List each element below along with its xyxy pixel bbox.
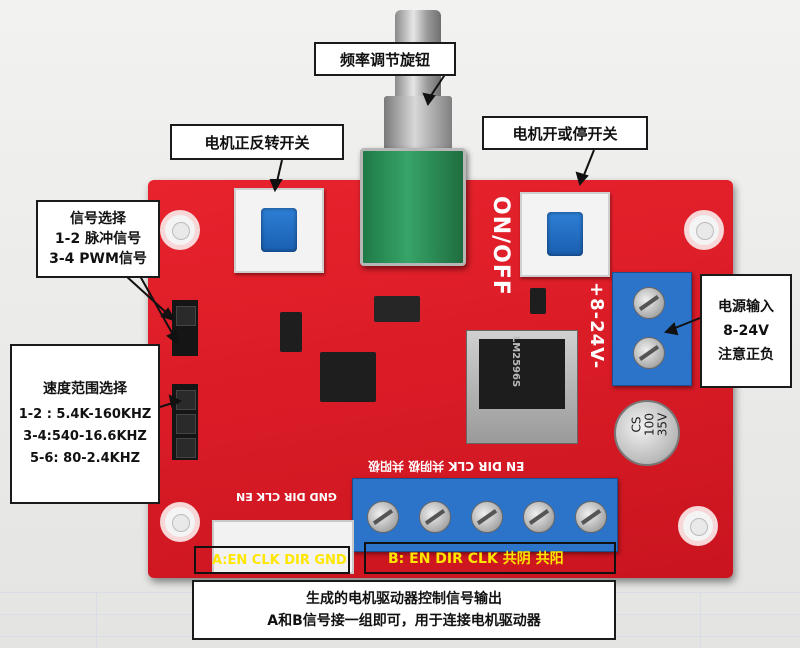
mounting-hole <box>684 210 724 250</box>
spreadsheet-gridline <box>96 592 97 648</box>
power-terminal-block[interactable] <box>612 272 692 386</box>
terminal-screw[interactable] <box>575 501 607 533</box>
signal-select-line2: 3-4 PWM信号 <box>49 251 147 267</box>
speed-range-line1: 1-2 : 5.4K-160KHZ <box>18 407 152 422</box>
voltage-regulator <box>466 330 578 444</box>
power-line2: 注意正负 <box>718 347 774 363</box>
onoff-switch[interactable] <box>520 192 610 277</box>
knob-collar <box>384 96 452 152</box>
group-a-label: A:EN CLK DIR GND <box>194 546 350 574</box>
knob-callout-text: 频率调节旋钮 <box>339 50 430 69</box>
output-line2: A和B信号接一组即可，用于连接电机驱动器 <box>267 613 541 629</box>
voltage-silkscreen: +8-24V- <box>586 282 607 370</box>
jumper-cap[interactable] <box>176 438 196 458</box>
mounting-hole <box>678 506 718 546</box>
jumper-cap[interactable] <box>176 414 196 434</box>
terminal-screw[interactable] <box>367 501 399 533</box>
power-callout: 电源输入 8-24V 注意正负 <box>700 274 792 388</box>
direction-switch-button[interactable] <box>261 208 297 252</box>
terminal-screw[interactable] <box>419 501 451 533</box>
onoff-switch-callout: 电机开或停开关 <box>482 116 648 150</box>
signal-select-title: 信号选择 <box>70 211 126 227</box>
direction-switch-callout-text: 电机正反转开关 <box>204 133 310 152</box>
small-component <box>530 288 546 314</box>
mounting-hole <box>160 502 200 542</box>
direction-switch[interactable] <box>234 188 324 273</box>
power-line1: 8-24V <box>723 323 769 339</box>
onoff-silkscreen: ON/OFF <box>488 196 513 296</box>
signal-select-line1: 1-2 脉冲信号 <box>54 231 142 247</box>
mounting-hole <box>160 210 200 250</box>
knob-callout: 频率调节旋钮 <box>314 42 456 76</box>
signal-select-callout: 信号选择 1-2 脉冲信号 3-4 PWM信号 <box>36 200 160 278</box>
power-title: 电源输入 <box>718 299 774 315</box>
speed-range-line2: 3-4:540-16.6KHZ <box>23 429 147 444</box>
terminal-screw[interactable] <box>471 501 503 533</box>
electrolytic-capacitor <box>614 400 680 466</box>
direction-switch-callout: 电机正反转开关 <box>170 124 344 160</box>
jumper-cap[interactable] <box>176 306 196 326</box>
terminal-screw[interactable] <box>633 287 665 319</box>
speed-range-title: 速度范围选择 <box>43 381 127 397</box>
terminal-screw[interactable] <box>523 501 555 533</box>
group-b-label: B: EN DIR CLK 共阴 共阳 <box>364 542 616 574</box>
terminal-screw[interactable] <box>633 337 665 369</box>
controller-chip <box>320 352 376 402</box>
frequency-potentiometer[interactable] <box>360 148 466 266</box>
output-line1: 生成的电机驱动器控制信号输出 <box>306 591 502 607</box>
speed-range-callout: 速度范围选择 1-2 : 5.4K-160KHZ 3-4:540-16.6KHZ… <box>10 344 160 504</box>
output-callout: 生成的电机驱动器控制信号输出 A和B信号接一组即可，用于连接电机驱动器 <box>192 580 616 640</box>
onoff-switch-callout-text: 电机开或停开关 <box>512 124 618 143</box>
onoff-switch-button[interactable] <box>547 212 583 256</box>
speed-range-line3: 5-6: 80-2.4KHZ <box>29 451 141 466</box>
transistor <box>280 312 302 352</box>
regulator-body <box>479 339 565 409</box>
output-terminal-block[interactable] <box>352 478 618 552</box>
diode <box>374 296 420 322</box>
spreadsheet-gridline <box>700 592 701 648</box>
